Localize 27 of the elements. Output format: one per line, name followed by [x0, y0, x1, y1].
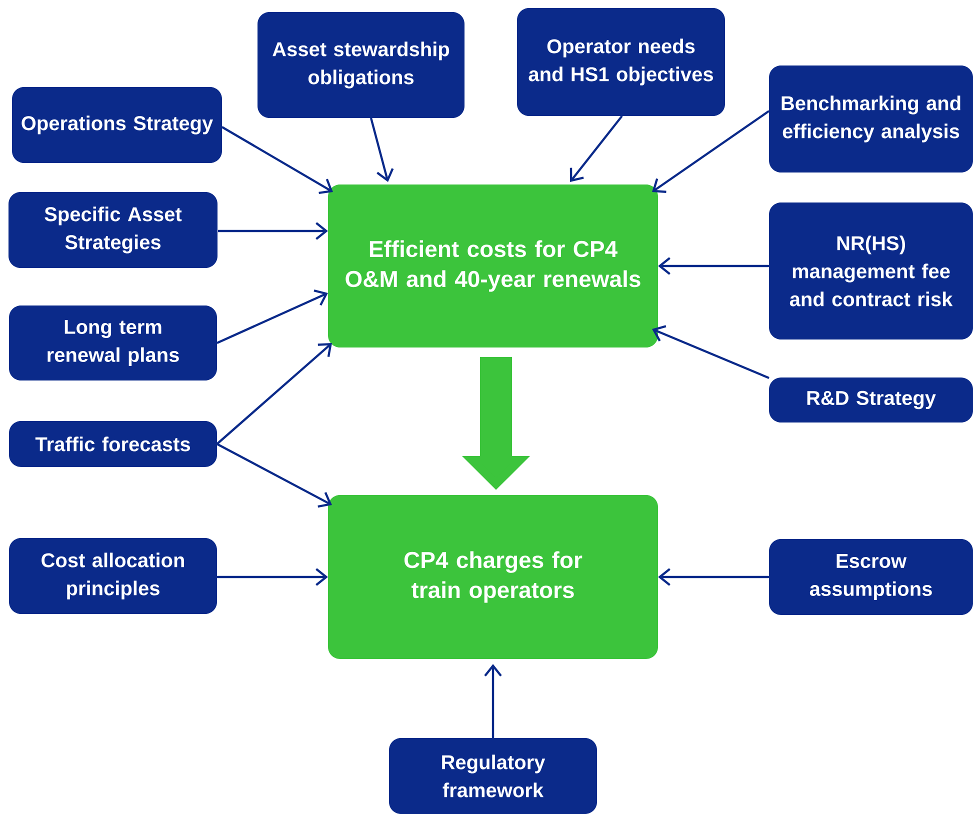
result-box: Efficient costs for CP4 O&M and 40-year renewals	[328, 184, 658, 348]
arrow	[217, 568, 328, 586]
input-box: Cost allocation principles	[9, 538, 217, 614]
arrow	[216, 443, 332, 508]
arrow	[216, 289, 328, 344]
arrow	[652, 325, 770, 380]
arrow	[484, 664, 502, 738]
input-box: Operations Strategy	[12, 87, 222, 163]
arrow	[216, 343, 332, 445]
input-box: Regulatory framework	[389, 738, 597, 814]
input-box: NR(HS) management fee and contract risk	[769, 202, 973, 340]
arrow	[652, 110, 770, 193]
arrow	[658, 257, 769, 275]
result-box: CP4 charges for train operators	[328, 495, 658, 659]
input-box: Specific Asset Strategies	[8, 192, 218, 268]
arrow	[218, 222, 328, 240]
arrow	[370, 118, 394, 182]
arrow	[570, 115, 623, 182]
input-box: R&D Strategy	[769, 378, 973, 422]
input-box: Operator needs and HS1 objectives	[517, 8, 725, 116]
input-box: Traffic forecasts	[9, 421, 217, 467]
arrow	[221, 126, 333, 194]
input-box: Asset stewardship obligations	[258, 12, 464, 118]
input-box: Escrow assumptions	[769, 539, 973, 615]
input-box: Long term renewal plans	[9, 306, 217, 380]
input-box: Benchmarking and efficiency analysis	[769, 66, 973, 172]
arrow	[658, 568, 769, 586]
